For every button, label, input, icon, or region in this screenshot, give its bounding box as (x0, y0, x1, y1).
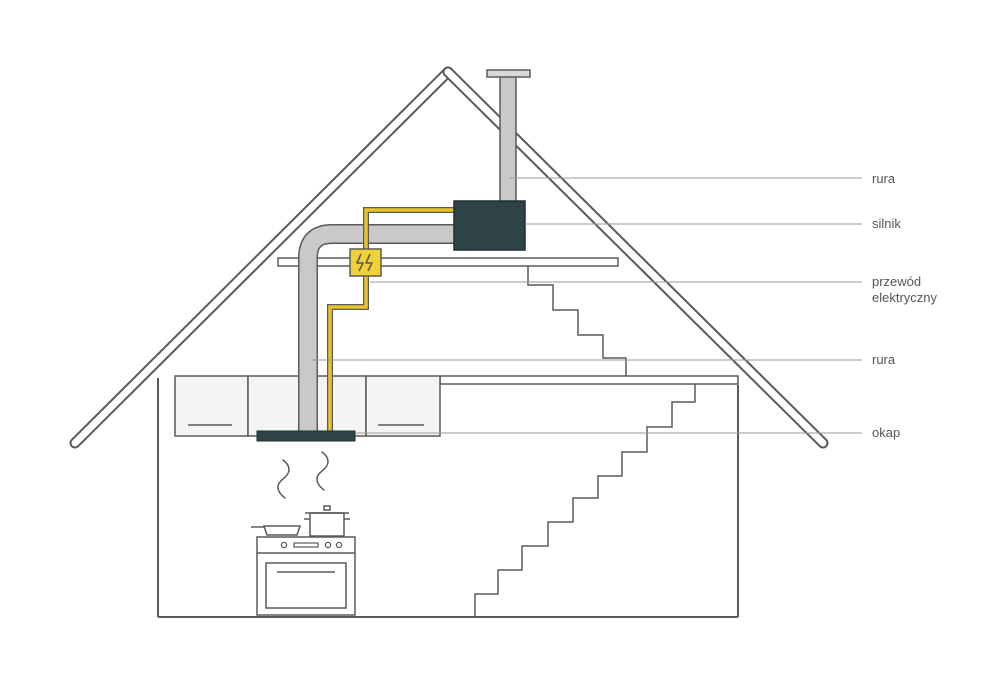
lower-stairs (474, 384, 696, 617)
leader-lines (312, 177, 862, 434)
junction-box (349, 248, 382, 277)
pot-icon (304, 505, 350, 537)
label-silnik: silnik (872, 216, 901, 231)
lower-pipe (298, 224, 462, 432)
electrical-wire (327, 207, 455, 432)
label-przewod-line1: przewód (872, 274, 922, 289)
motor-box (453, 200, 526, 251)
label-rura-mid: rura (872, 352, 896, 367)
attic-stairs (527, 266, 627, 376)
lightning-bolt-icon (356, 253, 373, 272)
chimney-pipe (486, 69, 531, 205)
house-walls (157, 378, 739, 618)
label-rura-top: rura (872, 171, 896, 186)
stove (256, 536, 356, 616)
frying-pan-icon (251, 525, 302, 536)
hood (256, 430, 356, 442)
steam-icon (277, 451, 329, 499)
upper-floor (439, 375, 739, 385)
label-okap: okap (872, 425, 901, 440)
attic-floor (277, 257, 619, 267)
label-przewod-line2: elektryczny (872, 290, 938, 305)
